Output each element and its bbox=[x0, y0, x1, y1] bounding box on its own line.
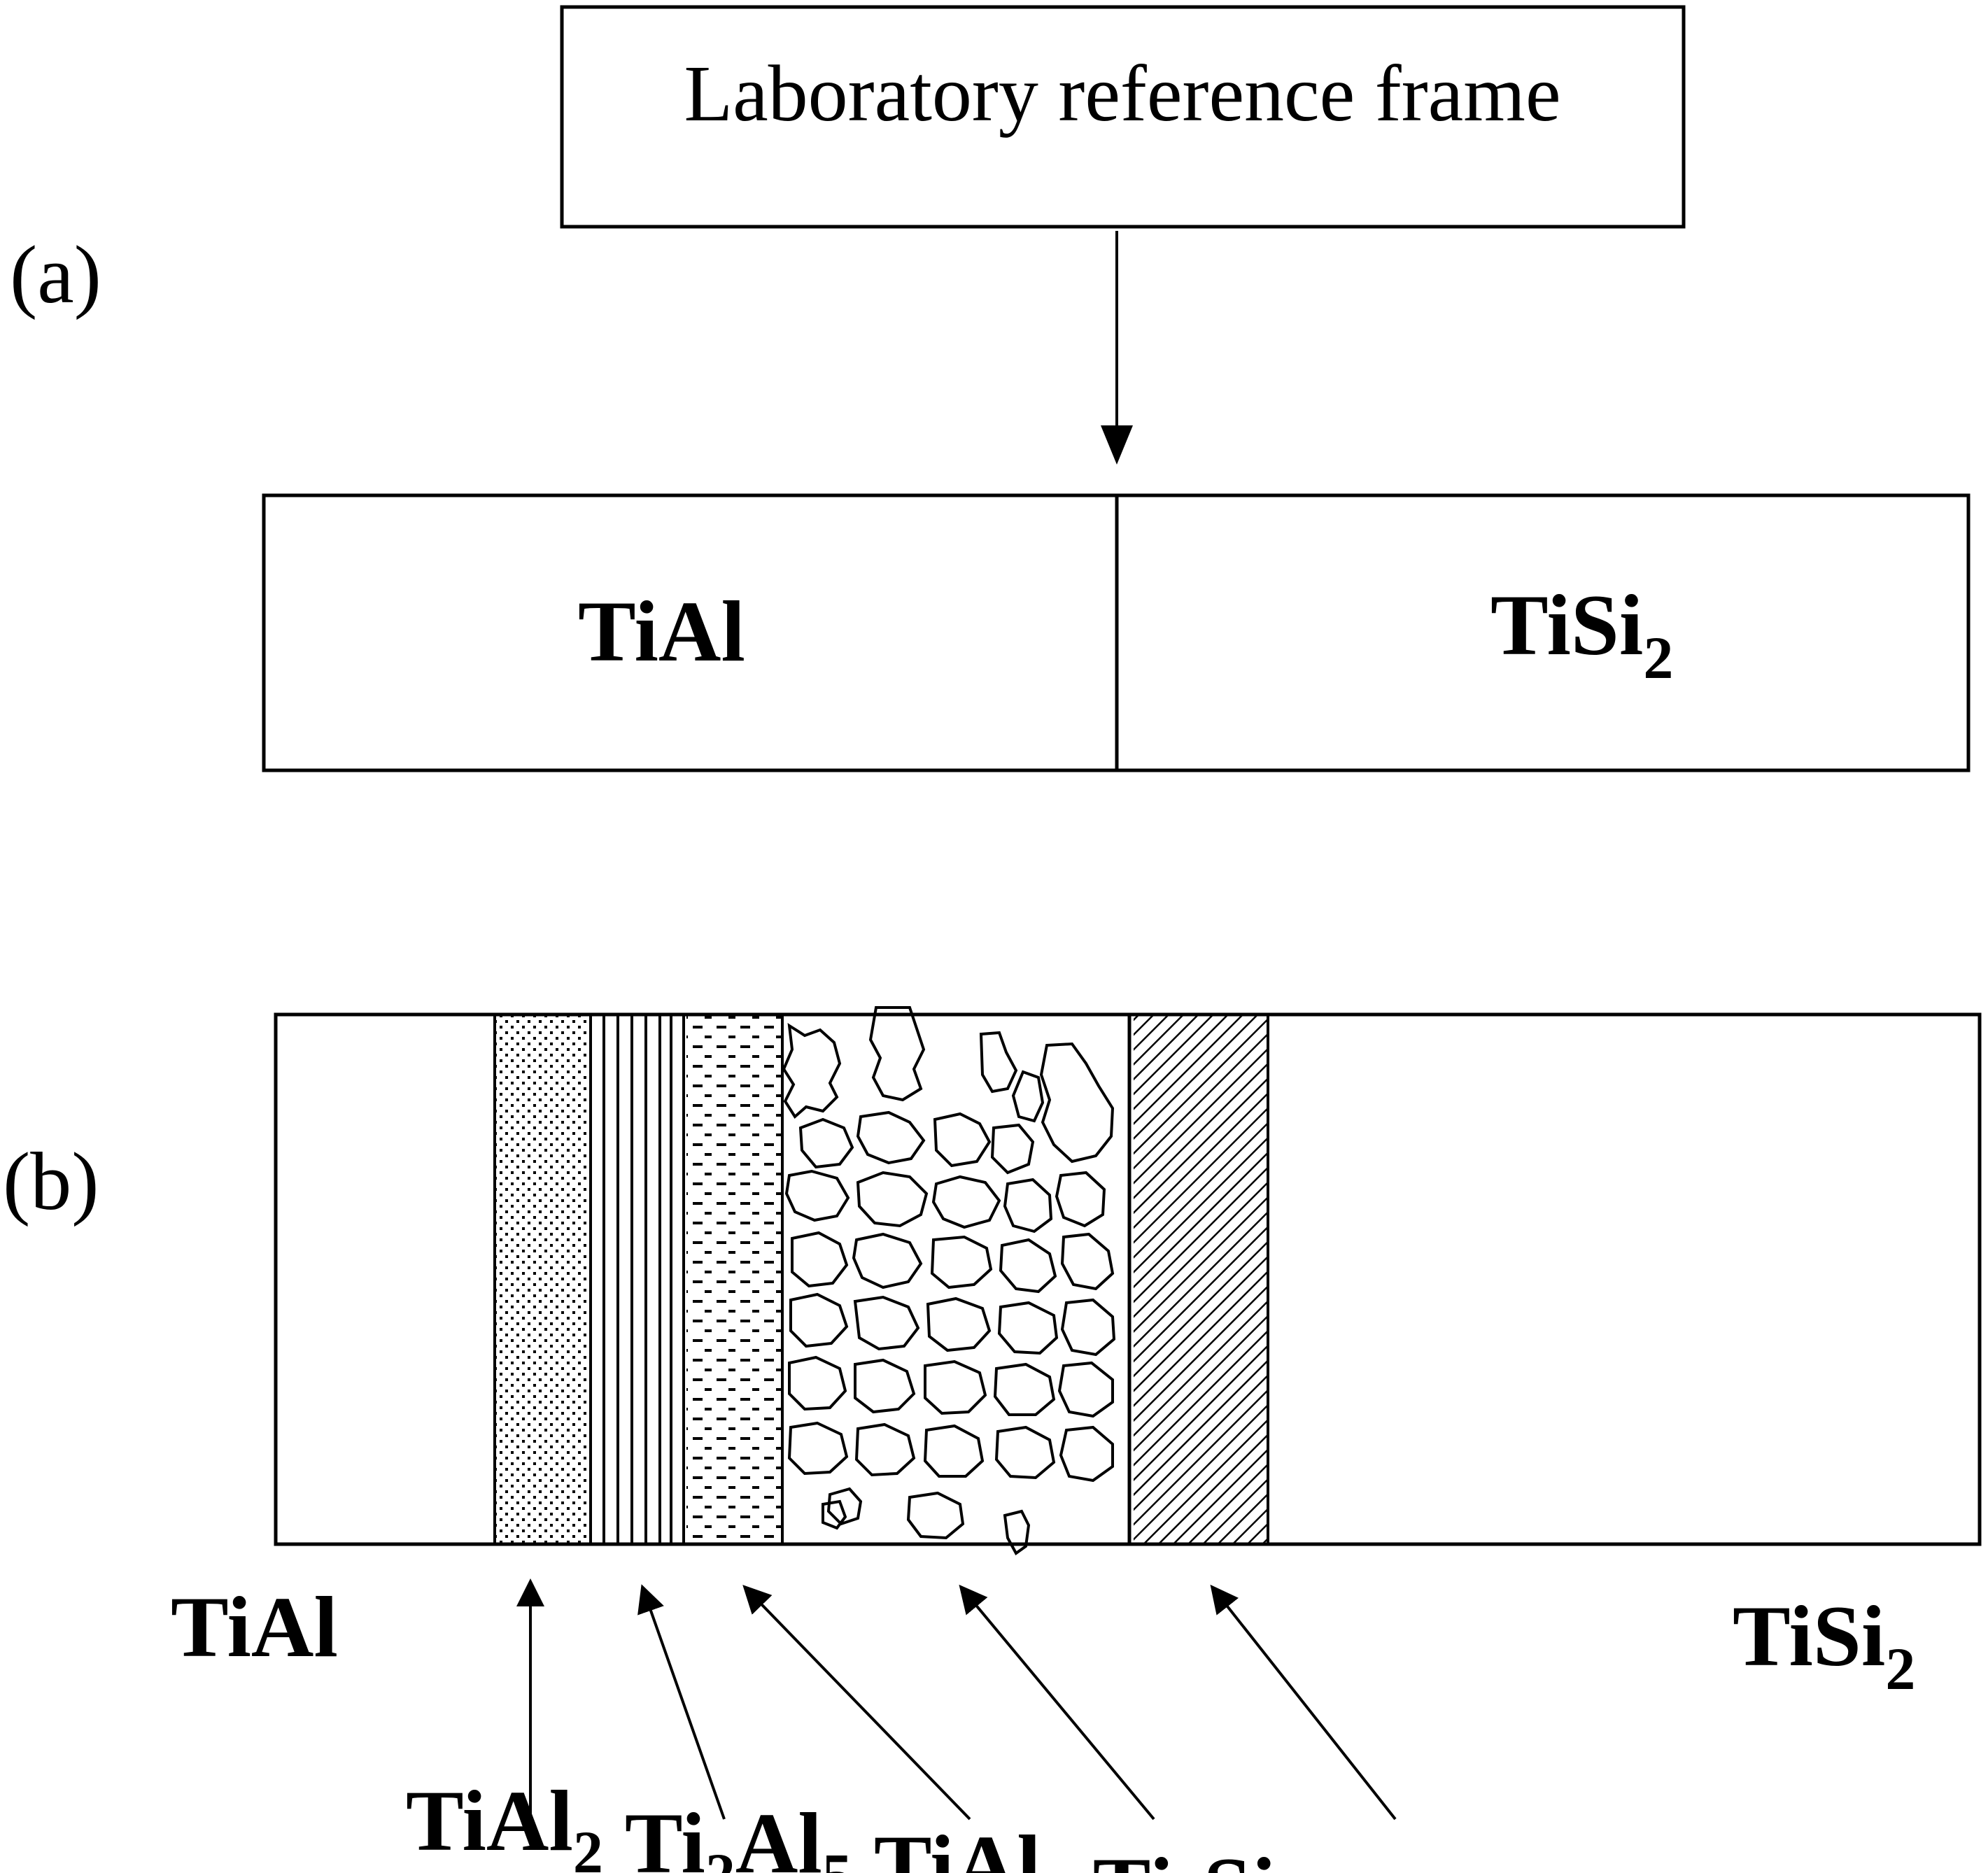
layer-tisi-fill bbox=[1134, 1015, 1268, 1544]
layer-label-ti2al5-part-1: 2 bbox=[705, 1841, 735, 1873]
panel-b-tial-label: TiAl bbox=[171, 1579, 338, 1675]
panel-b-tisi2-label: TiSi2 bbox=[1733, 1588, 1915, 1702]
panel-b-label: (b) bbox=[3, 1136, 99, 1227]
layer-label-ti2al5-part-2: Al bbox=[735, 1795, 822, 1873]
panel-a-tial-label: TiAl bbox=[578, 584, 745, 679]
layer-tial2-fill bbox=[495, 1015, 591, 1544]
layer-label-ti2al5-part-3: 5 bbox=[822, 1841, 852, 1873]
reference-arrow bbox=[1101, 231, 1133, 465]
layer-label-tial3-part-0: TiAl bbox=[874, 1818, 1041, 1873]
layer-label-ti5si4-part-0: Ti bbox=[1093, 1840, 1173, 1873]
layer-label-ti5si4-part-2: Si bbox=[1204, 1840, 1276, 1873]
layer-label-gap bbox=[852, 1818, 874, 1873]
panel-a-label: (a) bbox=[10, 229, 101, 320]
layer-label-tisi-part-0: TiSi bbox=[1327, 1863, 1480, 1873]
layer-label-gap bbox=[1306, 1863, 1327, 1873]
reference-frame-box bbox=[560, 5, 1686, 229]
layer-label-tial3-part-1: 3 bbox=[1041, 1863, 1071, 1873]
layer-tial3-fill bbox=[686, 1015, 782, 1544]
panel-b-tisi2-sub: 2 bbox=[1885, 1635, 1915, 1702]
arrow-tial3 bbox=[742, 1585, 971, 1821]
pointer-arrows bbox=[516, 1578, 1397, 1821]
layer-label-ti2al5-part-0: Ti bbox=[625, 1795, 705, 1873]
panel-b-tisi2-base: TiSi bbox=[1733, 1588, 1885, 1684]
layer-label-tial2-part-1: 2 bbox=[573, 1818, 603, 1873]
panel-a-tisi2-sub: 2 bbox=[1643, 624, 1673, 691]
arrow-tisi bbox=[1210, 1584, 1397, 1821]
reacted-couple-box bbox=[274, 1012, 1982, 1546]
layer-ti5si4-grains bbox=[782, 1006, 1116, 1555]
arrow-ti5si4 bbox=[959, 1584, 1155, 1821]
layer-labels: TiAl2 Ti2Al5 TiAl3 Ti5Si4 TiSi bbox=[406, 1773, 1480, 1873]
arrow-ti2al5 bbox=[637, 1584, 726, 1820]
layer-ti2al5-fill bbox=[602, 1015, 672, 1544]
layer-label-gap bbox=[1071, 1840, 1093, 1873]
panel-a-tisi2-label: TiSi2 bbox=[1490, 577, 1673, 691]
layer-label-gap bbox=[603, 1795, 625, 1873]
reference-frame-text: Laboratory reference frame bbox=[684, 49, 1560, 138]
panel-a-tisi2-base: TiSi bbox=[1490, 577, 1643, 673]
layer-label-tial2-part-0: TiAl bbox=[406, 1773, 573, 1869]
